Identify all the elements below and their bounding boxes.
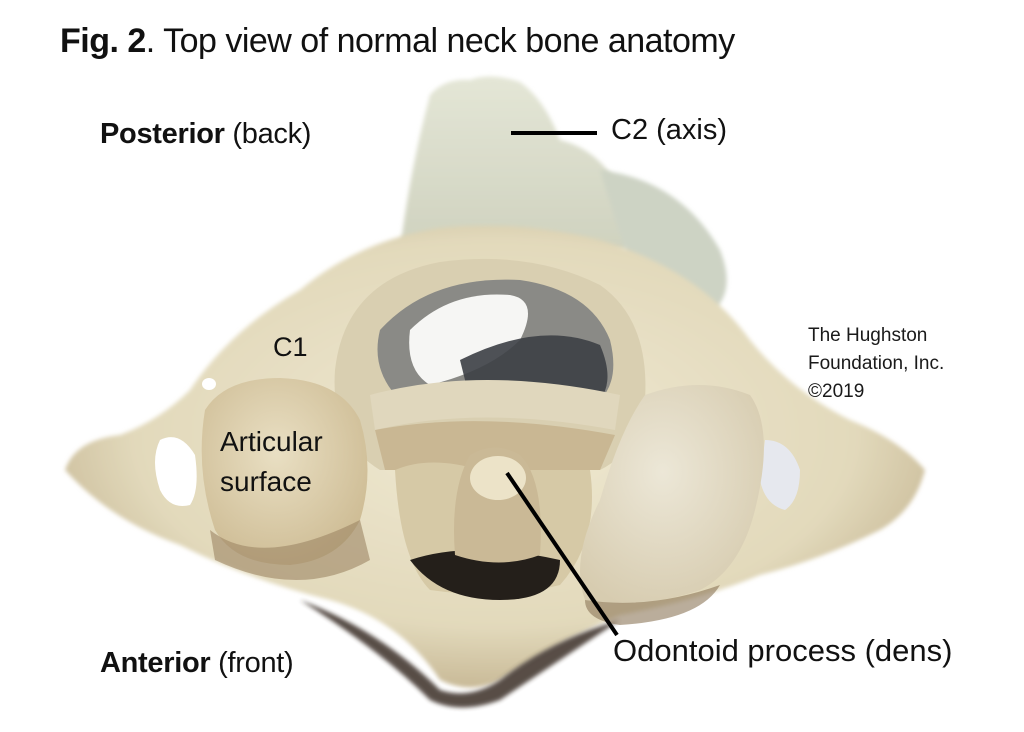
figure-number: Fig. 2 [60, 22, 146, 60]
credit-line-2: Foundation, Inc. [808, 353, 945, 374]
c1-label: C1 [273, 332, 308, 362]
articular-line-2: surface [220, 466, 312, 497]
figure-caption: Fig. 2. Top view of normal neck bone ana… [60, 22, 735, 61]
copyright-credit: The Hughston Foundation, Inc. ©2019 [808, 322, 944, 406]
figure-title: Top view of normal neck bone anatomy [154, 22, 735, 60]
posterior-term: Posterior [100, 118, 225, 150]
articular-surface-label: Articular surface [220, 422, 323, 502]
odontoid-process-label: Odontoid process (dens) [613, 633, 953, 668]
posterior-gloss: (back) [224, 118, 312, 150]
credit-line-3: ©2019 [808, 381, 865, 402]
c2-axis-label: C2 (axis) [611, 114, 728, 146]
anterior-term: Anterior [100, 647, 211, 679]
posterior-label: Posterior (back) [100, 118, 311, 151]
dens-leader-line [505, 471, 619, 637]
c1-atlas-bone [65, 225, 925, 708]
anterior-gloss: (front) [210, 647, 294, 679]
anterior-label: Anterior (front) [100, 647, 294, 680]
caption-separator: . [145, 22, 155, 60]
credit-line-1: The Hughston [808, 325, 928, 346]
articular-line-1: Articular [220, 426, 323, 457]
